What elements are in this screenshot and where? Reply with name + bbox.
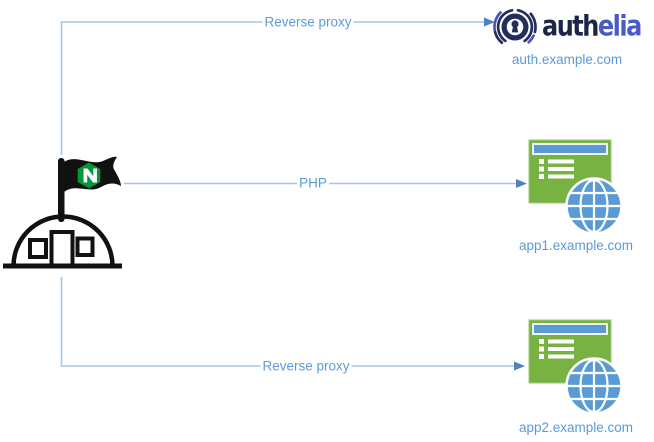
flag-pole <box>58 158 65 222</box>
connector-label-reverse-proxy-bottom: Reverse proxy <box>260 358 352 374</box>
window-left <box>28 238 48 259</box>
authelia-lock-icon <box>493 8 537 45</box>
authelia-domain-label: auth.example.com <box>511 52 623 67</box>
app2-node: app2.example.com <box>510 318 642 435</box>
authelia-wordmark-auth: auth <box>542 9 599 43</box>
connector-nginx-to-app2 <box>60 277 514 367</box>
door <box>49 230 75 268</box>
app2-domain-label: app2.example.com <box>518 420 634 435</box>
app1-domain-label: app1.example.com <box>518 238 634 253</box>
app-title-bar <box>532 143 608 155</box>
authelia-node: authelia auth.example.com <box>480 0 654 72</box>
connector-label-php: PHP <box>297 175 329 191</box>
arrowhead-authelia <box>484 17 495 27</box>
nginx-node <box>0 150 128 280</box>
authelia-arcs <box>493 8 537 45</box>
dome <box>11 214 115 267</box>
connector-label-reverse-proxy-top: Reverse proxy <box>262 14 354 30</box>
globe-icon <box>565 177 623 235</box>
keyhole-stem <box>511 25 519 33</box>
arrowhead-app2 <box>514 361 525 371</box>
app-list-lines <box>539 339 574 359</box>
globe-icon <box>565 357 623 415</box>
app1-node: app1.example.com <box>510 138 642 253</box>
connector-nginx-to-authelia <box>60 21 484 155</box>
app-title-bar <box>532 323 608 335</box>
app-list-lines <box>539 159 574 179</box>
authelia-wordmark: authelia <box>542 9 642 43</box>
web-application-icon-app2 <box>528 319 623 415</box>
arrowhead-app1 <box>516 179 527 188</box>
nginx-n-letter <box>83 168 97 183</box>
web-application-icon-app1 <box>528 139 623 235</box>
window-right <box>75 236 95 257</box>
nginx-basecamp-icon <box>3 156 122 269</box>
authelia-wordmark-elia: elia <box>597 9 642 43</box>
